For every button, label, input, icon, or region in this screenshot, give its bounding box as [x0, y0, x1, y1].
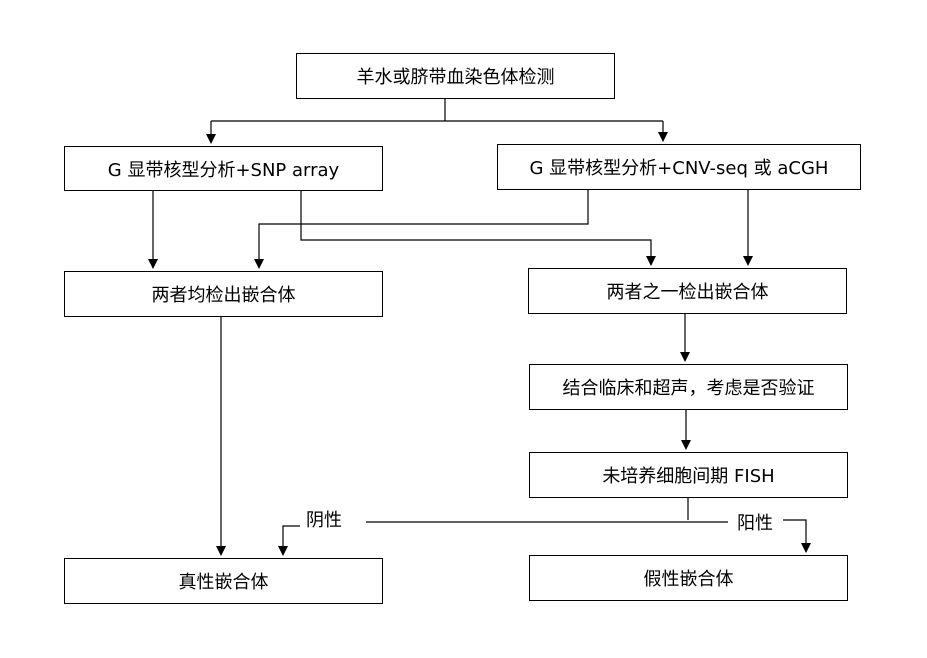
node-interphase-fish: 未培养细胞间期 FISH — [529, 452, 848, 498]
node-both-detect-mosaic: 两者均检出嵌合体 — [64, 271, 383, 317]
arrow-snp-to-one — [300, 191, 656, 266]
arrow-negative-to-true — [278, 525, 300, 556]
connector-start-split — [211, 99, 663, 122]
node-clinical-ultrasound: 结合临床和超声，考虑是否验证 — [529, 364, 848, 410]
edge-label-positive: 阳性 — [733, 513, 777, 535]
edge-label-negative: 阴性 — [302, 510, 346, 532]
node-karyotype-cnv-seq: G 显带核型分析+CNV-seq 或 aCGH — [497, 144, 861, 190]
node-false-mosaicism: 假性嵌合体 — [529, 555, 848, 601]
arrow-positive-to-false — [783, 519, 811, 553]
node-karyotype-snp-array: G 显带核型分析+SNP array — [64, 146, 383, 191]
arrow-cnv-to-both — [254, 190, 589, 269]
node-true-mosaicism: 真性嵌合体 — [64, 558, 383, 604]
node-sample-testing: 羊水或脐带血染色体检测 — [296, 53, 615, 99]
node-one-detects-mosaic: 两者之一检出嵌合体 — [528, 268, 847, 314]
